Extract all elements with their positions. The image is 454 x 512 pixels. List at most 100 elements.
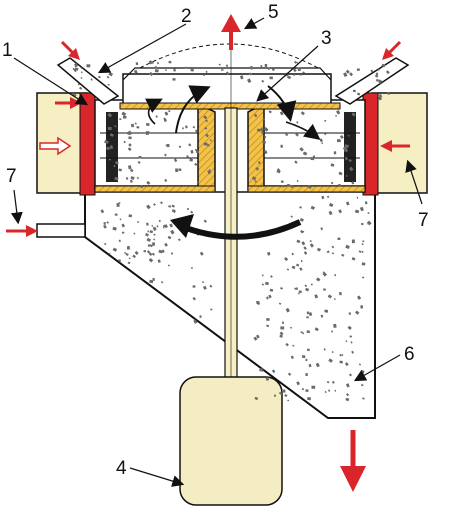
particle [261, 274, 264, 277]
particle [328, 202, 334, 207]
particle [300, 111, 305, 116]
particle [290, 215, 293, 218]
particle [336, 110, 341, 115]
particle [305, 373, 308, 377]
particle [301, 355, 306, 359]
particle [164, 224, 168, 229]
particle [296, 239, 301, 244]
particle [375, 72, 379, 76]
motor [179, 376, 283, 506]
particle [106, 221, 109, 224]
particle [333, 323, 337, 329]
particle [339, 291, 342, 296]
particle [164, 242, 168, 247]
particle [322, 271, 325, 274]
particle [90, 78, 93, 81]
particle [287, 372, 292, 376]
particle [154, 69, 159, 73]
particle [349, 166, 354, 172]
particle [218, 63, 221, 66]
particle [168, 110, 171, 113]
curved-flow-arrow-icon [144, 98, 163, 125]
callout-1: 1 [2, 40, 13, 61]
particle [315, 362, 320, 368]
particle [345, 201, 350, 206]
particle [77, 83, 80, 86]
particle [279, 331, 284, 336]
particle [196, 181, 200, 184]
particle [349, 72, 354, 77]
particle [134, 250, 139, 255]
particle [270, 275, 273, 278]
particle [154, 65, 158, 69]
particle [335, 114, 337, 117]
particle [308, 312, 313, 317]
particle [285, 342, 289, 347]
particle [201, 281, 205, 284]
particle [305, 389, 309, 392]
particle [134, 122, 137, 125]
particle-cloud [72, 60, 390, 402]
particle [349, 335, 353, 338]
particle [356, 295, 362, 300]
particle [282, 322, 284, 325]
particle [131, 123, 135, 128]
particle [362, 240, 365, 243]
particle [190, 149, 194, 154]
particle [320, 314, 324, 318]
particle [209, 139, 212, 142]
particle [320, 227, 323, 231]
particle [161, 249, 165, 254]
particle [117, 259, 122, 262]
particle [153, 203, 156, 206]
particle [129, 179, 133, 183]
particle [302, 230, 305, 233]
particle [205, 119, 209, 123]
particle [186, 155, 189, 159]
particle [316, 277, 321, 282]
particle [266, 296, 269, 300]
particle [158, 219, 161, 223]
particle [177, 238, 181, 242]
particle [192, 296, 197, 301]
particle [324, 133, 327, 135]
particle [358, 363, 362, 366]
particle [310, 157, 315, 161]
particle [149, 244, 153, 248]
particle [190, 210, 194, 214]
particle [136, 176, 140, 180]
particle [351, 257, 356, 261]
particle [282, 389, 286, 393]
particle [251, 176, 257, 181]
particle [283, 257, 289, 262]
particle [207, 144, 210, 147]
particle [263, 127, 269, 132]
particle [205, 70, 208, 73]
particle [259, 368, 264, 372]
particle [121, 111, 127, 117]
particle [225, 64, 229, 68]
particle [114, 176, 119, 181]
particle [268, 67, 270, 70]
rotor-base-left [94, 185, 216, 193]
particle [316, 247, 321, 252]
particle [381, 63, 386, 68]
particle [205, 133, 209, 138]
particle [286, 75, 292, 80]
particle [194, 162, 198, 166]
particle [114, 125, 117, 128]
particle [345, 397, 350, 402]
particle [296, 381, 301, 386]
particle [169, 223, 173, 228]
particle [348, 158, 352, 163]
particle [286, 268, 290, 271]
particle [116, 203, 120, 207]
particle [328, 389, 331, 392]
particle [349, 373, 352, 377]
particle [269, 288, 274, 292]
particle [148, 257, 154, 263]
particle [258, 161, 261, 164]
particle [190, 68, 194, 72]
particle [304, 284, 308, 288]
particle [203, 142, 208, 146]
